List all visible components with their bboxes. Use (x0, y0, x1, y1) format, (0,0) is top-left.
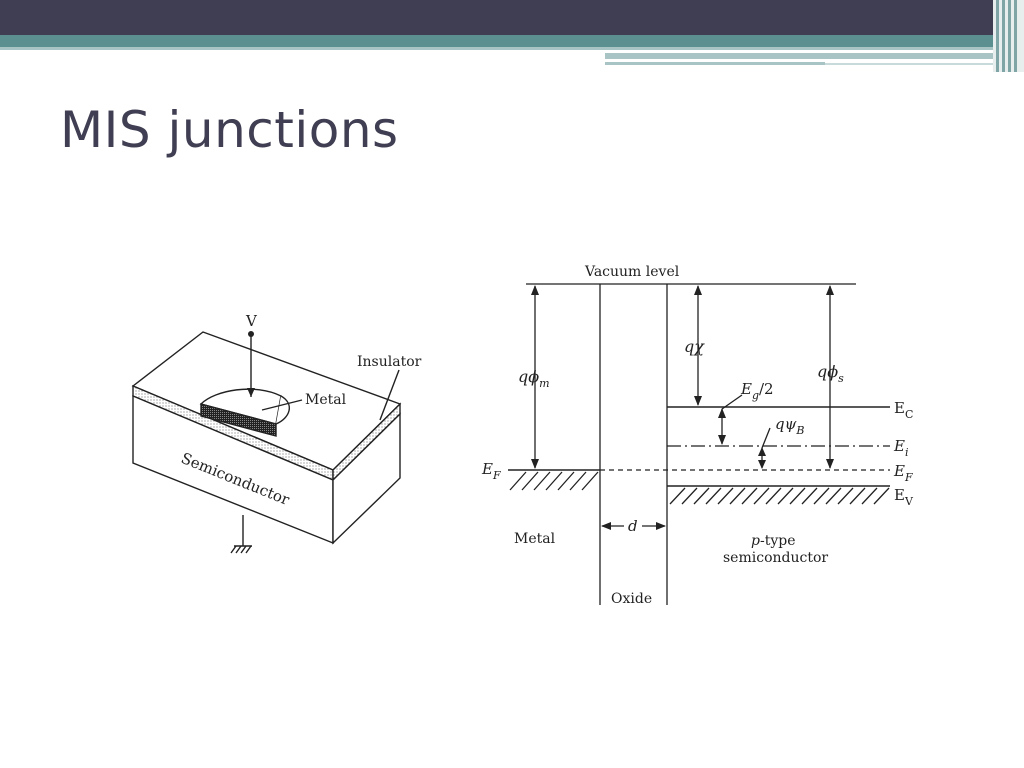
top-banner (0, 0, 1024, 72)
metal-region-label: Metal (514, 531, 556, 547)
q-psi-b-label: qψB (775, 415, 804, 437)
slide-title: MIS junctions (60, 101, 399, 159)
mis-device-drawing (131, 331, 402, 554)
d-label: d (628, 517, 638, 535)
arrowheads (531, 285, 834, 530)
q-phi-s-label: qϕs (817, 362, 844, 385)
voltage-label: V (245, 312, 258, 330)
voltage-terminal-dot (248, 331, 254, 337)
q-phi-m-label: qϕm (518, 367, 550, 390)
semiconductor-region-label: semiconductor (723, 550, 828, 566)
ei-label: Ei (893, 437, 908, 459)
ev-label: EV (894, 486, 914, 508)
band-diagram-lines (508, 283, 890, 605)
eg-half-label: Eg/2 (740, 380, 774, 402)
insulator-label: Insulator (357, 354, 422, 370)
q-chi-label: qχ (684, 337, 705, 356)
oxide-label: Oxide (611, 591, 652, 607)
ef-right-label: EF (893, 462, 913, 484)
device-metal-label: Metal (305, 392, 347, 408)
ef-left-label: EF (481, 460, 501, 482)
ec-label: EC (894, 399, 913, 421)
vacuum-level-label: Vacuum level (584, 264, 680, 280)
voltage-arrow-icon (247, 388, 255, 397)
semiconductor-type-label: p-type (751, 533, 795, 549)
